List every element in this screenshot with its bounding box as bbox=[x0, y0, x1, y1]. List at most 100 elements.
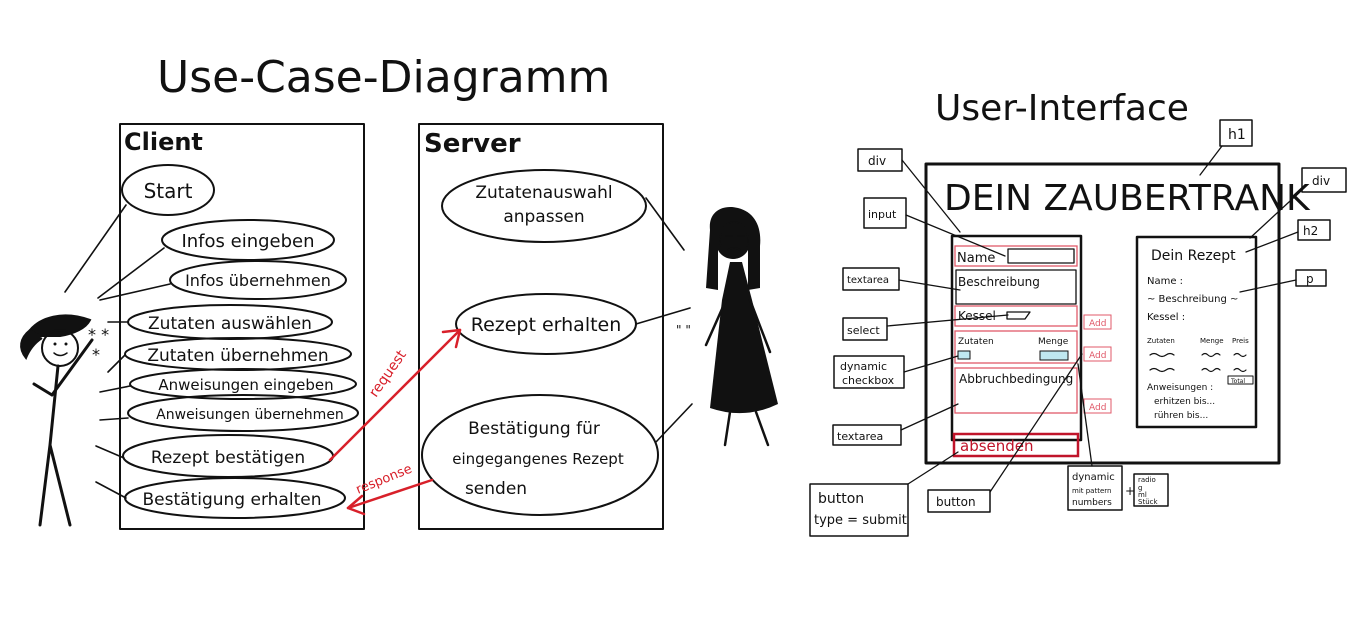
client-association-lines bbox=[64, 204, 171, 499]
server-box bbox=[418, 123, 664, 530]
ui-kessel-label: Kessel bbox=[958, 309, 996, 323]
title-user-interface: User-Interface bbox=[935, 88, 1189, 129]
ui-recipe-table-squiggles bbox=[1149, 352, 1247, 373]
svg-text:Bestätigung für: Bestätigung für bbox=[468, 419, 600, 439]
ui-zutaten-row bbox=[954, 330, 1078, 364]
ui-submit-button[interactable] bbox=[952, 432, 1080, 458]
title-use-case: Use-Case-Diagramm bbox=[157, 52, 610, 103]
case-infos-eingeben bbox=[161, 219, 335, 261]
ui-recipe-step2: rühren bis... bbox=[1154, 411, 1208, 421]
ui-zutaten-checkbox[interactable] bbox=[957, 350, 971, 360]
case-infos-uebernehmen-label: Infos übernehmen bbox=[185, 271, 331, 290]
ui-add-button-1[interactable] bbox=[1083, 314, 1112, 330]
case-zutatenauswahl-line1: Zutatenauswahl bbox=[475, 183, 612, 203]
server-use-cases: Zutatenauswahl anpassen Rezept erhalten … bbox=[421, 169, 659, 516]
svg-text:Total: Total bbox=[1230, 378, 1245, 385]
svg-text:h1: h1 bbox=[1228, 127, 1246, 143]
svg-text:dynamic: dynamic bbox=[1072, 472, 1115, 483]
svg-text:button: button bbox=[936, 495, 976, 509]
server-figure: " " bbox=[676, 206, 778, 447]
ui-heading-h1: DEIN ZAUBERTRANK bbox=[944, 178, 1311, 219]
svg-text:checkbox: checkbox bbox=[842, 374, 895, 387]
svg-text:*: * bbox=[92, 345, 100, 364]
svg-text:h2: h2 bbox=[1303, 224, 1318, 238]
svg-text:mit pattern: mit pattern bbox=[1072, 487, 1111, 495]
ui-recipe-col-zutaten: Zutaten bbox=[1147, 337, 1175, 345]
svg-text:div: div bbox=[868, 154, 886, 168]
case-bestaetigung-senden bbox=[421, 394, 659, 516]
svg-text:p: p bbox=[1306, 272, 1314, 286]
svg-text:Add: Add bbox=[1089, 403, 1106, 413]
client-stick-figure: * * * bbox=[20, 314, 109, 527]
tag-textarea-bottom bbox=[832, 424, 902, 446]
request-arrow: request bbox=[328, 328, 462, 462]
ui-add-button-2[interactable] bbox=[1083, 346, 1112, 362]
ui-submit-label: absenden bbox=[960, 437, 1034, 455]
ui-recipe-kessel: Kessel : bbox=[1147, 312, 1185, 323]
svg-text:senden: senden bbox=[465, 479, 527, 499]
svg-text:input: input bbox=[868, 208, 897, 221]
ui-annotations: h1 div input textarea select dynamic che… bbox=[809, 119, 1347, 537]
tag-p bbox=[1295, 269, 1327, 287]
tag-button-submit bbox=[809, 483, 909, 537]
case-start bbox=[121, 164, 215, 216]
svg-text:eingegangenes Rezept: eingegangenes Rezept bbox=[452, 450, 624, 468]
case-start-label: Start bbox=[144, 179, 193, 203]
ui-recipe-col-preis: Preis bbox=[1232, 337, 1249, 345]
case-anweisungen-uebernehmen bbox=[127, 394, 359, 432]
svg-text:ml: ml bbox=[1138, 491, 1147, 499]
svg-text:textarea: textarea bbox=[837, 430, 883, 443]
tag-div-right bbox=[1301, 167, 1347, 193]
client-use-cases: Start Infos eingeben Infos übernehmen Zu… bbox=[121, 164, 359, 519]
svg-text:Stück: Stück bbox=[1138, 498, 1158, 506]
ui-name-input[interactable] bbox=[1007, 248, 1075, 264]
ui-page-frame bbox=[924, 162, 1281, 465]
ui-form-panel bbox=[950, 234, 1083, 442]
tag-h2 bbox=[1297, 219, 1331, 241]
ui-kessel-row bbox=[954, 305, 1078, 327]
case-rezept-bestaetigen-label: Rezept bestätigen bbox=[151, 448, 305, 468]
svg-text:dynamic: dynamic bbox=[840, 360, 887, 373]
svg-text:" ": " " bbox=[676, 323, 691, 337]
case-zutatenauswahl bbox=[441, 169, 647, 243]
ui-beschreibung-textarea[interactable] bbox=[955, 269, 1077, 305]
case-infos-eingeben-label: Infos eingeben bbox=[181, 231, 314, 252]
case-bestaetigung-erhalten-label: Bestätigung erhalten bbox=[143, 490, 322, 510]
ui-recipe-step1: erhitzen bis... bbox=[1154, 397, 1215, 407]
case-anweisungen-eingeben bbox=[129, 368, 357, 400]
client-box bbox=[119, 123, 365, 530]
case-anweisungen-uebernehmen-label: Anweisungen übernehmen bbox=[156, 407, 344, 423]
ui-recipe-title: Dein Rezept bbox=[1151, 248, 1236, 264]
stick-head bbox=[41, 329, 79, 367]
case-zutaten-uebernehmen-label: Zutaten übernehmen bbox=[147, 346, 328, 366]
svg-text:radio: radio bbox=[1138, 476, 1156, 484]
server-figure-dress bbox=[710, 262, 778, 414]
tag-textarea-top bbox=[842, 267, 900, 291]
tag-radio-units bbox=[1133, 473, 1169, 507]
ui-kessel-select[interactable] bbox=[1006, 311, 1031, 320]
svg-text:Add: Add bbox=[1089, 319, 1106, 329]
witch-hat-brim bbox=[28, 314, 92, 337]
ui-abbruch-label: Abbruchbedingung bbox=[959, 372, 1073, 386]
server-association-lines bbox=[635, 197, 693, 443]
tag-dynamic-numbers bbox=[1067, 465, 1123, 511]
ui-beschreibung-label: Beschreibung bbox=[958, 275, 1040, 289]
ui-recipe-name: Name : bbox=[1147, 276, 1183, 287]
magic-sparkles: * * bbox=[88, 325, 109, 344]
ui-recipe-beschreibung: ~ Beschreibung ~ bbox=[1147, 294, 1238, 305]
ui-abbruch-textarea[interactable] bbox=[954, 367, 1078, 414]
case-zutaten-auswaehlen-label: Zutaten auswählen bbox=[148, 314, 312, 334]
ui-name-label: Name bbox=[957, 251, 995, 266]
tag-button bbox=[927, 489, 991, 513]
ui-recipe-panel bbox=[1135, 235, 1258, 429]
tag-select bbox=[842, 317, 888, 341]
case-infos-uebernehmen bbox=[169, 260, 347, 300]
ui-menge-input[interactable] bbox=[1039, 350, 1069, 361]
svg-text:Add: Add bbox=[1089, 351, 1106, 361]
witch-hat-tip bbox=[20, 329, 43, 360]
ui-recipe-anweisungen: Anweisungen : bbox=[1147, 383, 1213, 393]
case-anweisungen-eingeben-label: Anweisungen eingeben bbox=[158, 376, 333, 394]
svg-text:numbers: numbers bbox=[1072, 498, 1112, 508]
